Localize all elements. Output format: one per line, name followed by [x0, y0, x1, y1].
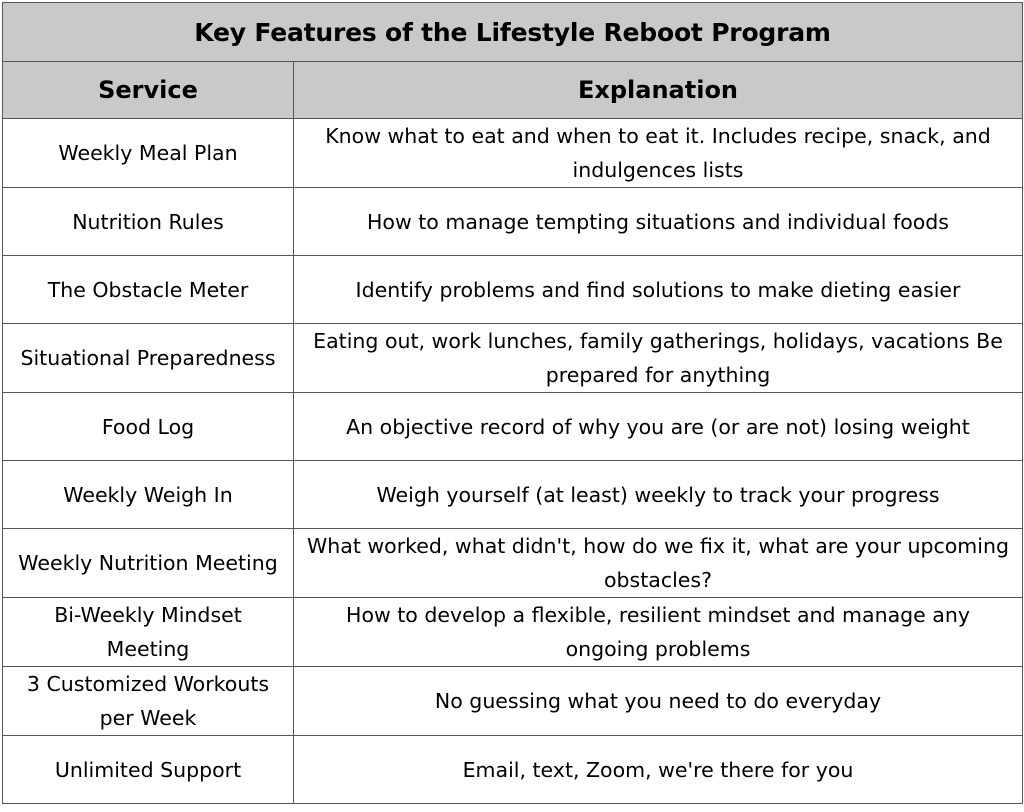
explanation-cell: Weigh yourself (at least) weekly to trac… — [293, 460, 1023, 529]
table-row: Weekly Nutrition Meeting What worked, wh… — [2, 528, 1023, 598]
title-row: Key Features of the Lifestyle Reboot Pro… — [2, 2, 1023, 62]
service-cell: Food Log — [2, 392, 294, 461]
service-cell: Nutrition Rules — [2, 187, 294, 256]
table-row: Food Log An objective record of why you … — [2, 392, 1023, 461]
service-cell: Weekly Weigh In — [2, 460, 294, 529]
table-row: Nutrition Rules How to manage tempting s… — [2, 187, 1023, 256]
table-row: Bi-Weekly Mindset Meeting How to develop… — [2, 597, 1023, 667]
explanation-cell: What worked, what didn't, how do we fix … — [293, 528, 1023, 598]
service-cell: The Obstacle Meter — [2, 255, 294, 324]
service-cell: Weekly Nutrition Meeting — [2, 528, 294, 598]
explanation-cell: Identify problems and find solutions to … — [293, 255, 1023, 324]
service-cell: Unlimited Support — [2, 735, 294, 804]
header-service: Service — [2, 61, 294, 119]
explanation-cell: How to manage tempting situations and in… — [293, 187, 1023, 256]
service-cell: 3 Customized Workouts per Week — [2, 666, 294, 736]
header-explanation: Explanation — [293, 61, 1023, 119]
service-cell: Weekly Meal Plan — [2, 118, 294, 188]
explanation-cell: Eating out, work lunches, family gatheri… — [293, 323, 1023, 393]
table-row: The Obstacle Meter Identify problems and… — [2, 255, 1023, 324]
table-row: Unlimited Support Email, text, Zoom, we'… — [2, 735, 1023, 804]
service-cell: Bi-Weekly Mindset Meeting — [2, 597, 294, 667]
explanation-cell: Know what to eat and when to eat it. Inc… — [293, 118, 1023, 188]
table-row: Weekly Meal Plan Know what to eat and wh… — [2, 118, 1023, 188]
table-row: 3 Customized Workouts per Week No guessi… — [2, 666, 1023, 736]
table-row: Weekly Weigh In Weigh yourself (at least… — [2, 460, 1023, 529]
service-cell: Situational Preparedness — [2, 323, 294, 393]
table-row: Situational Preparedness Eating out, wor… — [2, 323, 1023, 393]
header-row: Service Explanation — [2, 61, 1023, 119]
table-title: Key Features of the Lifestyle Reboot Pro… — [2, 2, 1023, 62]
explanation-cell: An objective record of why you are (or a… — [293, 392, 1023, 461]
explanation-cell: Email, text, Zoom, we're there for you — [293, 735, 1023, 804]
explanation-cell: How to develop a flexible, resilient min… — [293, 597, 1023, 667]
explanation-cell: No guessing what you need to do everyday — [293, 666, 1023, 736]
